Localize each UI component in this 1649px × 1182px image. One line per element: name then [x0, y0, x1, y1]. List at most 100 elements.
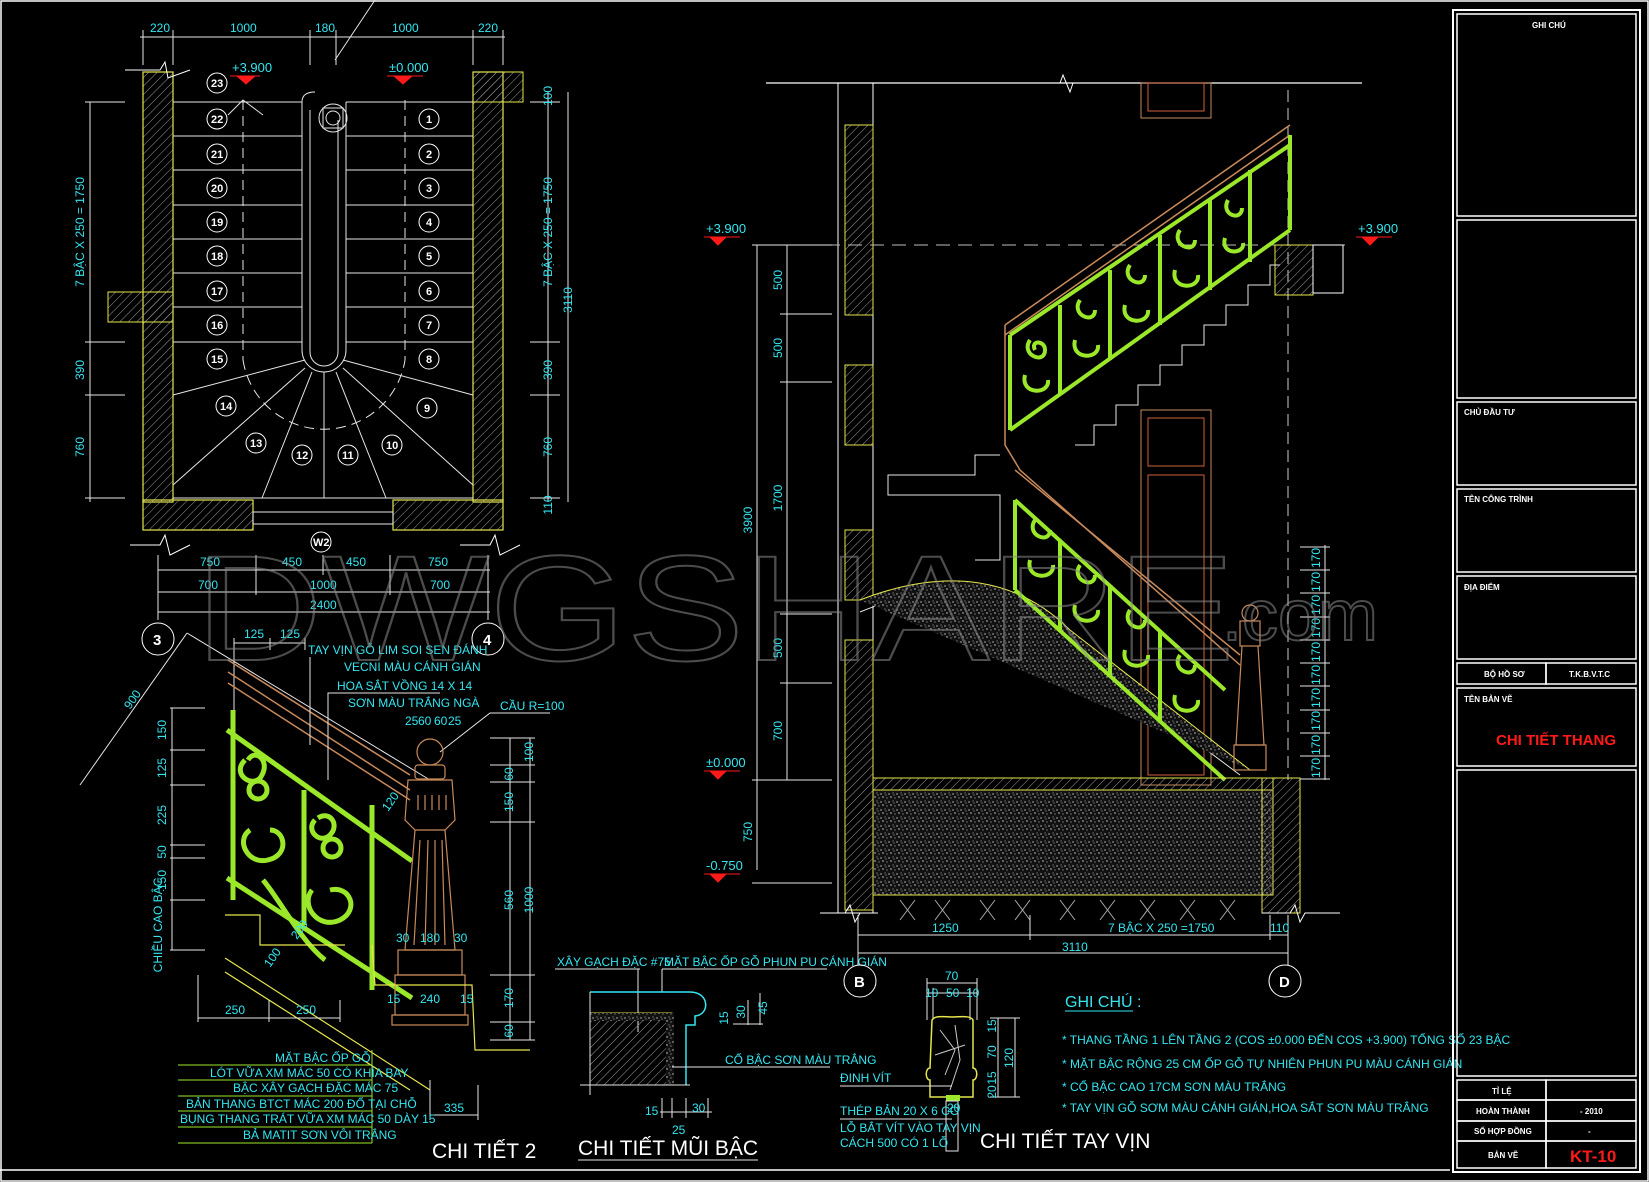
layer-label: BẬC XÂY GẠCH ĐẶC MÁC 75 [233, 1080, 398, 1095]
dim-text: 450 [346, 555, 366, 569]
svg-text:9: 9 [424, 403, 430, 415]
dim-text: 3110 [1062, 940, 1088, 954]
svg-text:170: 170 [1309, 548, 1323, 568]
tb-so-hop-dong-label: SỐ HỢP ĐỒNG [1474, 1126, 1532, 1136]
tb-sheet-number: KT-10 [1570, 1147, 1616, 1166]
level-marker-text: -0.750 [706, 858, 743, 873]
svg-text:560: 560 [502, 890, 516, 910]
dim-text: 1250 [932, 921, 959, 935]
svg-text:17: 17 [211, 286, 223, 298]
callout-text: SƠN MÀU TRẮNG NGÀ [348, 695, 479, 710]
svg-text:12: 12 [296, 450, 308, 462]
svg-text:30: 30 [396, 931, 410, 945]
svg-text:23: 23 [211, 78, 223, 90]
detail-title: CHI TIẾT 2 [432, 1140, 536, 1163]
dim-text: 500 [771, 338, 785, 358]
svg-text:60: 60 [418, 714, 432, 728]
dim-text: 150 [155, 870, 169, 890]
plan-view: 220 1000 180 1000 220 [72, 0, 575, 656]
wall-right [472, 71, 504, 503]
svg-text:170: 170 [1309, 711, 1323, 731]
dim-text: 750 [741, 822, 755, 842]
dim-text: 100 [541, 86, 555, 106]
callout-text: MẶT BẬC ỐP GỖ PHUN PU CÁNH GIÁN [664, 954, 887, 969]
wall-left [142, 71, 174, 503]
tb-chu-dau-tu-label: CHỦ ĐẦU TƯ [1464, 407, 1515, 417]
general-notes: GHI CHÚ : * THANG TẦNG 1 LÊN TẦNG 2 (COS… [1062, 992, 1511, 1115]
title-block: GHI CHÚ CHỦ ĐẦU TƯ TÊN CÔNG TRÌNH ĐỊA ĐI… [1452, 9, 1641, 1173]
svg-text:20: 20 [211, 183, 223, 195]
dim-text: 220 [478, 21, 498, 35]
svg-text:170: 170 [502, 988, 516, 1008]
svg-text:10: 10 [925, 986, 939, 1000]
svg-text:170: 170 [1309, 688, 1323, 708]
dim-text: 700 [430, 578, 450, 592]
svg-text:170: 170 [1309, 595, 1323, 615]
svg-text:150: 150 [502, 792, 516, 812]
svg-text:1: 1 [426, 114, 432, 126]
dim-text: 110 [541, 495, 555, 514]
dim-text: 450 [282, 555, 302, 569]
svg-text:180: 180 [420, 931, 440, 945]
notes-heading: GHI CHÚ : [1065, 992, 1141, 1011]
dim-text: 1700 [771, 484, 785, 511]
dim-text: 1000 [310, 578, 337, 592]
svg-text:8: 8 [426, 354, 432, 366]
level-marker-text: ±0.000 [706, 755, 746, 770]
tb-ban-ve-label: BẢN VẼ [1488, 1151, 1519, 1160]
svg-text:25: 25 [672, 1123, 686, 1137]
svg-text:60: 60 [502, 767, 516, 781]
axis-bubble-b [843, 964, 877, 998]
tb-ten-cong-trinh-label: TÊN CÔNG TRÌNH [1464, 495, 1533, 504]
level-marker-text: +3.900 [232, 60, 272, 75]
dim-text: 125 [244, 627, 264, 641]
svg-text:4: 4 [483, 632, 492, 649]
svg-text:10: 10 [966, 986, 980, 1000]
svg-text:W2: W2 [313, 537, 330, 549]
dim-text: 125 [155, 758, 169, 778]
callout-text: XÂY GẠCH ĐẶC #75 [557, 954, 671, 969]
callout-text: THÉP BẢN 20 X 6 CÓ [840, 1103, 959, 1118]
handrail-profile [925, 1015, 978, 1098]
note-item: * THANG TẦNG 1 LÊN TẦNG 2 (COS ±0.000 ĐẾ… [1062, 1032, 1511, 1047]
axis-bubble-3 [141, 622, 175, 656]
dim-text: 220 [150, 21, 170, 35]
tb-ten-ban-ve-label: TÊN BẢN VẼ [1464, 695, 1513, 704]
svg-text:D: D [1279, 974, 1290, 991]
layer-table [178, 1050, 373, 1144]
newel-post [322, 107, 344, 129]
svg-text:3: 3 [426, 183, 432, 195]
iron-railing [225, 710, 414, 1001]
svg-text:3: 3 [153, 632, 161, 649]
svg-text:100: 100 [261, 945, 284, 970]
callout-text: LỖ BẮT VÍT VÀO TAY VỊN [840, 1120, 981, 1135]
svg-text:170: 170 [1309, 735, 1323, 755]
layer-label: BẢ MATIT SƠN VÔI TRẮNG [243, 1127, 397, 1142]
svg-text:11: 11 [342, 450, 354, 462]
svg-text:4: 4 [426, 217, 433, 229]
svg-text:60: 60 [434, 714, 448, 728]
tb-hoan-thanh-value: - 2010 [1580, 1107, 1603, 1116]
dim-text: 760 [541, 437, 555, 457]
svg-text:170: 170 [1309, 618, 1323, 638]
tb-drawing-title: CHI TIẾT THANG [1496, 732, 1616, 749]
svg-text:100: 100 [522, 742, 536, 762]
svg-text:335: 335 [444, 1101, 464, 1115]
dim-text: 500 [771, 270, 785, 290]
dim-text: 150 [155, 720, 169, 740]
note-item: * MẶT BẬC RỘNG 25 CM ỐP GỖ TỰ NHIÊN PHUN… [1062, 1056, 1462, 1071]
level-marker-text: ±0.000 [389, 60, 429, 75]
detail-handrail: 70 10 50 10 15 70 15 20 120 20 ĐINH VÍT … [840, 969, 1150, 1153]
axis-bubble-4 [471, 622, 505, 656]
level-marker-text: +3.900 [706, 221, 746, 236]
callout-text: CỔ BẬC SƠN MÀU TRẮNG [725, 1052, 876, 1067]
svg-text:21: 21 [211, 149, 223, 161]
layer-label: MẶT BẬC ỐP GỖ [275, 1050, 371, 1065]
callout-text: CẦU R=100 [500, 698, 565, 713]
detail-title: CHI TIẾT TAY VỊN [980, 1130, 1150, 1153]
tb-dia-diem-label: ĐỊA ĐIỂM [1464, 583, 1500, 592]
svg-text:170: 170 [1309, 642, 1323, 662]
dim-text: 1000 [230, 21, 257, 35]
watermark: DWGSHARE .com [194, 523, 1379, 693]
